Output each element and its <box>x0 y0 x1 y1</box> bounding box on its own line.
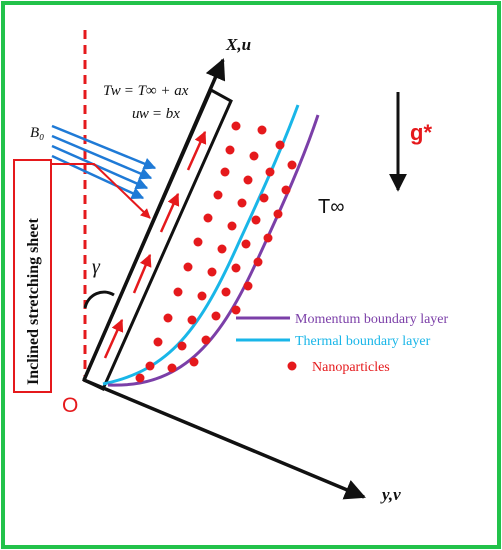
x-axis <box>82 58 226 381</box>
nanoparticle-dot <box>183 262 193 272</box>
nanoparticle-dot <box>243 281 253 291</box>
sheet-label: Inclined stretching sheet <box>25 218 42 385</box>
nanoparticle-dot <box>153 337 163 347</box>
nanoparticle-dot <box>177 341 187 351</box>
legend-thermal-label: Thermal boundary layer <box>295 334 431 349</box>
nanoparticle-dot <box>237 198 247 208</box>
nanoparticle-dot <box>211 311 221 321</box>
nanoparticle-dot <box>231 263 241 273</box>
velocity-arrows <box>103 130 207 359</box>
nanoparticle-dot <box>203 213 213 223</box>
nanoparticle-dot <box>231 305 241 315</box>
nanoparticle-dot <box>265 167 275 177</box>
nanoparticle-dot <box>221 287 231 297</box>
nanoparticle-dot <box>187 315 197 325</box>
nanoparticle-dot <box>287 160 297 170</box>
nanoparticle-dot <box>259 193 269 203</box>
legend-nanoparticle-label: Nanoparticles <box>312 360 390 375</box>
magnetic-field-label: B₀ <box>30 125 44 141</box>
nanoparticle-dot <box>253 257 263 267</box>
y-axis <box>83 378 366 500</box>
nanoparticle-dot <box>163 313 173 323</box>
nanoparticle-dot <box>249 151 259 161</box>
angle-arc <box>83 290 115 309</box>
nanoparticle-dot <box>251 215 261 225</box>
y-axis-label: y,v <box>380 485 401 504</box>
nanoparticle-dot <box>135 373 145 383</box>
nanoparticle-dot <box>145 361 155 371</box>
nanoparticle-dot <box>281 185 291 195</box>
nanoparticle-dot <box>231 121 241 131</box>
legend-nanoparticle-dot <box>287 361 297 371</box>
nanoparticle-dot <box>275 140 285 150</box>
gravity-label: g* <box>410 120 432 145</box>
sheet-label-box <box>13 159 52 393</box>
nanoparticle-dot <box>189 357 199 367</box>
x-axis-label: X,u <box>225 35 251 54</box>
nanoparticle-dot <box>273 209 283 219</box>
magnetic-field-arrows <box>51 124 157 200</box>
nanoparticle-dot <box>227 221 237 231</box>
legend: Momentum boundary layer Thermal boundary… <box>236 312 449 375</box>
nanoparticle-dot <box>225 145 235 155</box>
nanoparticle-dot <box>213 190 223 200</box>
sheet-pointer <box>51 163 151 219</box>
nanoparticle-dot <box>207 267 217 277</box>
nanoparticle-dot <box>257 125 267 135</box>
nanoparticle-dot <box>197 291 207 301</box>
wall-velocity-equation: uᴡ = bx <box>132 106 180 122</box>
nanoparticle-dot <box>241 239 251 249</box>
nanoparticle-dot <box>243 175 253 185</box>
legend-momentum-label: Momentum boundary layer <box>295 312 449 327</box>
wall-temperature-equation: Tᴡ = T∞ + ax <box>103 83 189 99</box>
nanoparticle-dot <box>167 363 177 373</box>
nanoparticle-group <box>135 121 297 383</box>
nanoparticle-dot <box>193 237 203 247</box>
origin-label: O <box>62 394 78 417</box>
nanoparticle-dot <box>173 287 183 297</box>
angle-label: γ <box>92 256 101 278</box>
nanoparticle-dot <box>263 233 273 243</box>
nanoparticle-dot <box>201 335 211 345</box>
ambient-temperature-label: T∞ <box>318 196 344 218</box>
nanoparticle-dot <box>217 244 227 254</box>
nanoparticle-dot <box>220 167 230 177</box>
